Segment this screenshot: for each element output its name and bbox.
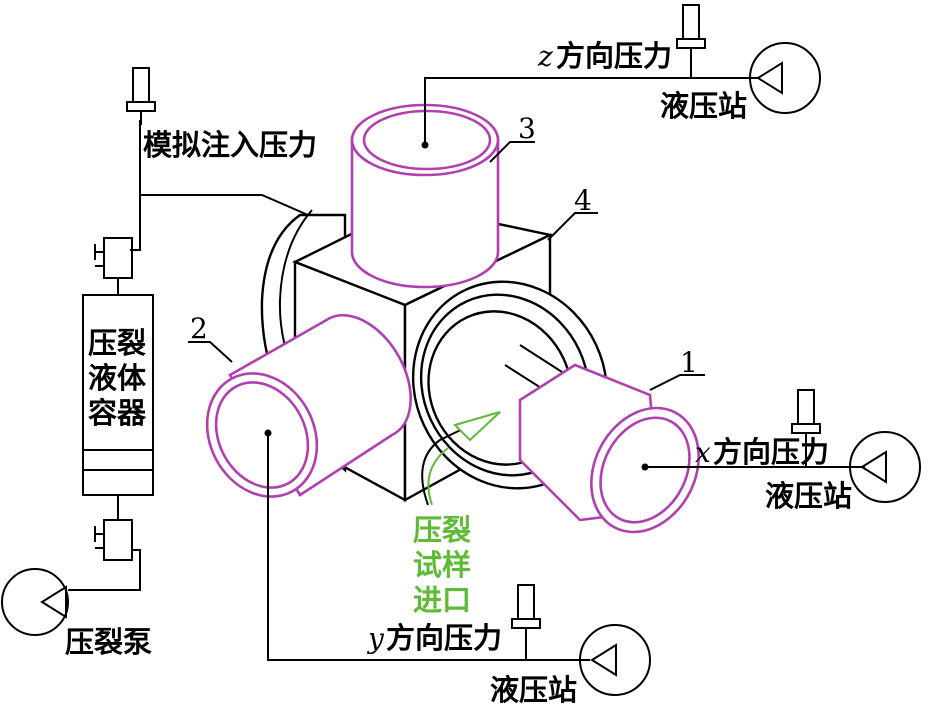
container-label-3: 容器 [88,396,147,430]
inlet-label-2: 试样 [413,548,471,582]
frac-pump-icon [1,568,69,636]
leaders [188,141,705,391]
x-pump-icon [849,431,921,503]
y-axis-label: y [366,622,385,655]
inlet-label-3: 进口 [413,583,471,617]
x-axis-label: x [695,436,711,469]
inlet-arrow [421,411,501,506]
inject-pressure-label: 模拟注入压力 [143,128,317,162]
pressure-lines [130,77,865,661]
inject-gauge [126,67,156,125]
y-gauge [511,584,541,660]
y-station-label: 液压站 [490,673,577,707]
part-2-label: 2 [190,312,208,345]
piston-2 [205,313,412,498]
container-label-2: 液体 [88,361,147,395]
inlet-label-1: 压裂 [413,513,471,547]
y-pump-icon [579,624,651,696]
lower-valve [68,519,141,591]
container-label-1: 压裂 [88,326,146,360]
x-pressure-label: 方向压力 [713,435,829,469]
fluid-container [82,294,154,520]
z-gauge [676,4,706,78]
x-gauge [791,389,821,467]
part-1-label: 1 [680,346,698,379]
part-4-label: 4 [574,184,592,217]
x-station-label: 液压站 [765,479,852,513]
z-axis-label: z [537,40,553,73]
y-pressure-label: 方向压力 [386,621,502,655]
part-3-label: 3 [518,112,536,145]
z-station-label: 液压站 [660,89,747,123]
upper-valve [94,237,133,295]
z-pump-icon [749,42,821,114]
frac-pump-label: 压裂泵 [65,625,152,659]
piston-1 [518,363,700,534]
z-pressure-label: 方向压力 [556,39,672,73]
